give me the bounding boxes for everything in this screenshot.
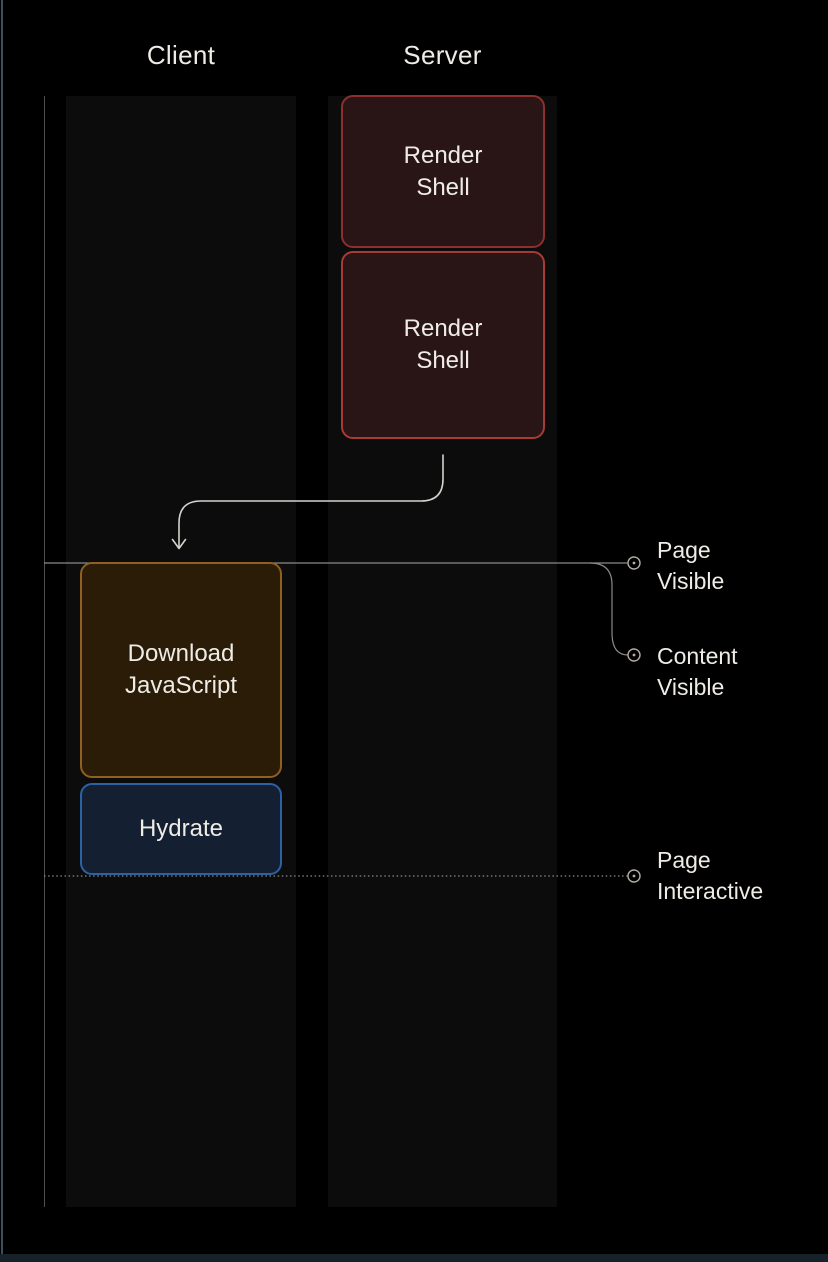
download-javascript-box: Download JavaScript [80,562,282,778]
timeline-axis [44,96,45,1207]
page-visible-marker-icon [627,556,641,570]
arrowhead-icon [171,538,187,550]
window-left-edge [1,0,3,1262]
page-interactive-marker-icon [627,869,641,883]
content-visible-label: Content Visible [657,643,738,700]
page-visible-label: Page Visible [657,537,725,594]
server-column-header: Server [403,39,482,70]
hydrate-box: Hydrate [80,783,282,875]
server-to-client-connector [178,454,444,548]
content-visible-branch-curve [589,562,629,656]
content-visible-marker-icon [627,648,641,662]
render-shell-box-1: Render Shell [341,95,545,248]
window-bottom-edge [0,1254,828,1262]
render-shell-box-2: Render Shell [341,251,545,439]
client-column-header: Client [146,39,216,70]
page-interactive-label: Page Interactive [657,847,764,904]
